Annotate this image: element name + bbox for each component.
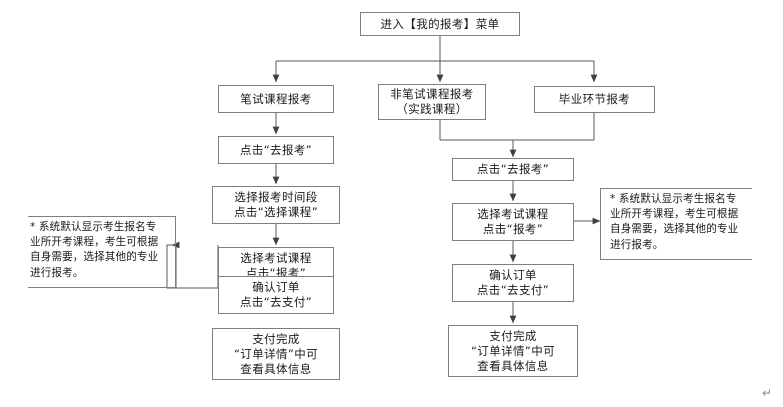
annotation-note-left-line-1: 业所开考课程，考生可根据 [30,236,159,249]
annotation-note-right-line-3: 进行报考。 [610,238,664,251]
node-right-confirm-order: 确认订单 点击“去支付” [452,264,574,302]
node-left-select-period-line-1: 点击“选择课程” [233,205,319,219]
paragraph-mark-icon: ↵ [762,386,773,400]
node-right-select-course-line-1: 点击“报考” [482,222,544,236]
node-left-pay-done-line-2: 查看具体信息 [240,361,312,376]
node-left-pay-done-line-0: 支付完成 [252,331,300,346]
annotation-note-left-line-3: 进行报考。 [30,266,84,279]
annotation-note-right-line-1: 业所开考课程，考生可根据 [610,208,739,221]
annotation-note-left: * 系统默认显示考生报名专 业所开考课程，考生可根据 自身需要，选择其他的专业 … [28,216,176,288]
node-right-pay-done: 支付完成 “订单详情”中可 查看具体信息 [448,325,578,377]
node-right-click-apply-line-0: 点击“去报考” [476,162,550,176]
node-right-pay-done-line-2: 查看具体信息 [477,358,549,373]
node-left-click-apply: 点击“去报考” [218,136,334,164]
annotation-note-right: * 系统默认显示考生报名专 业所开考课程，考生可根据 自身需要，选择其他的专业 … [600,188,752,260]
node-branch-non-written-exam-line-1: （实践课程） [396,102,468,116]
node-branch-written-exam-line-0: 笔试课程报考 [240,91,312,106]
node-start: 进入【我的报考】菜单 [360,12,520,36]
node-right-confirm-order-line-0: 确认订单 [489,268,537,282]
node-branch-written-exam: 笔试课程报考 [218,85,334,113]
node-left-select-period: 选择报考时间段 点击“选择课程” [212,186,340,224]
node-right-select-course: 选择考试课程 点击“报考” [452,203,574,241]
node-branch-non-written-exam-line-0: 非笔试课程报考 [390,87,474,101]
node-left-pay-done-line-1: “订单详情”中可 [233,346,319,361]
node-left-confirm-order-line-0: 确认订单 [252,280,300,294]
node-branch-non-written-exam: 非笔试课程报考 （实践课程） [378,84,486,120]
node-right-confirm-order-line-1: 点击“去支付” [476,283,550,297]
node-left-pay-done: 支付完成 “订单详情”中可 查看具体信息 [212,328,340,380]
node-right-pay-done-line-0: 支付完成 [489,328,537,343]
node-left-select-course-line-0: 选择考试课程 [240,251,312,265]
node-branch-graduation-line-0: 毕业环节报考 [558,92,631,106]
node-left-click-apply-line-0: 点击“去报考” [239,142,313,157]
node-start-line-0: 进入【我的报考】菜单 [380,16,500,31]
node-branch-graduation: 毕业环节报考 [534,86,655,113]
node-left-select-period-line-0: 选择报考时间段 [234,190,318,204]
node-left-confirm-order-line-1: 点击“去支付” [239,295,313,309]
annotation-note-right-line-2: 自身需要，选择其他的专业 [610,223,739,236]
annotation-note-left-line-0: * 系统默认显示考生报名专 [30,221,157,233]
node-right-pay-done-line-1: “订单详情”中可 [470,343,556,358]
node-left-confirm-order-real: 确认订单 点击“去支付” [218,276,334,314]
node-right-click-apply: 点击“去报考” [452,158,574,181]
annotation-note-right-line-0: * 系统默认显示考生报名专 [610,193,737,205]
node-right-select-course-line-0: 选择考试课程 [477,207,549,221]
annotation-note-left-line-2: 自身需要，选择其他的专业 [30,251,159,264]
